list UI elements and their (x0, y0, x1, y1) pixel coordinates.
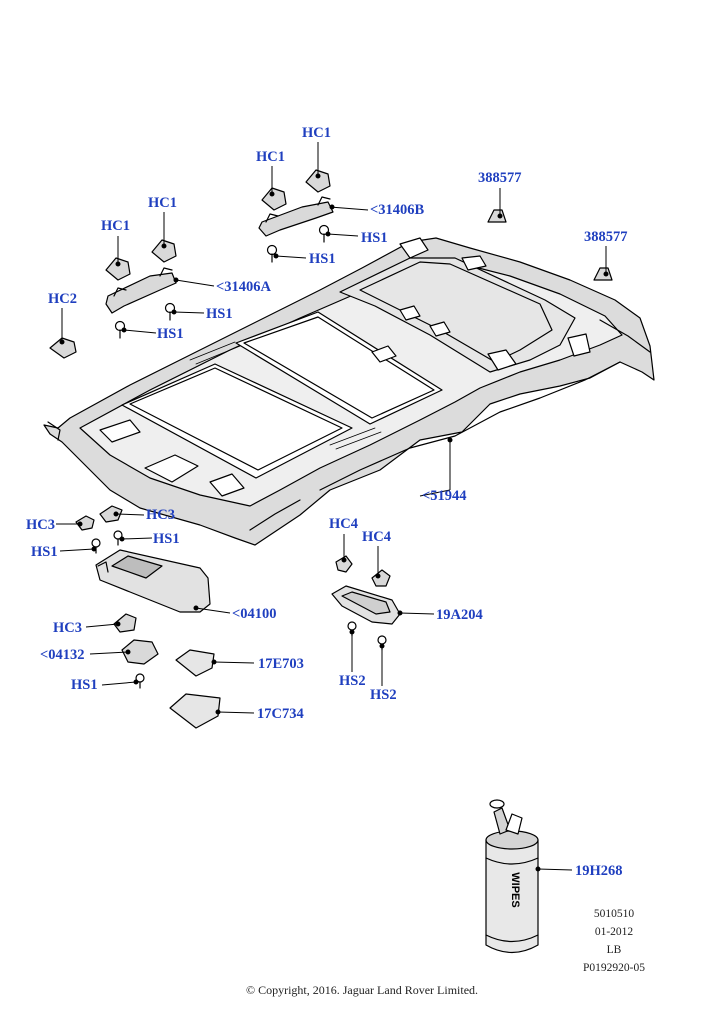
callout-17e703[interactable]: 17E703 (258, 656, 304, 672)
callout-hc2[interactable]: HC2 (48, 291, 77, 307)
callout-hs1[interactable]: HS1 (31, 544, 58, 560)
ref-code: 5010510 (593, 908, 635, 920)
callout-19a204[interactable]: 19A204 (436, 607, 483, 623)
callout-31406b[interactable]: <31406B (370, 202, 425, 218)
callout-51944[interactable]: <51944 (422, 488, 467, 504)
callout-31406a[interactable]: <31406A (216, 279, 271, 295)
copyright-notice: © Copyright, 2016. Jaguar Land Rover Lim… (245, 983, 479, 997)
cover-17e703 (175, 649, 215, 677)
sun-visor (95, 549, 211, 613)
callout-hc1[interactable]: HC1 (101, 218, 130, 234)
callout-hc3[interactable]: HC3 (26, 517, 55, 533)
callout-hc4[interactable]: HC4 (362, 529, 391, 545)
headlining-panel (43, 237, 655, 546)
ref-date: 01-2012 (594, 926, 634, 938)
callout-hs1[interactable]: HS1 (309, 251, 336, 267)
callout-hs1[interactable]: HS1 (153, 531, 180, 547)
callout-hs2[interactable]: HS2 (370, 687, 397, 703)
grab-handle-b (258, 196, 334, 237)
ref-illustration-id: P0192920-05 (583, 962, 645, 974)
clip-hc4-b (371, 569, 391, 587)
callout-hs1[interactable]: HS1 (157, 326, 184, 342)
callout-17c734[interactable]: 17C734 (257, 706, 304, 722)
overhead-console (331, 585, 401, 625)
clip-388577-a (487, 209, 507, 223)
callout-388577[interactable]: 388577 (584, 229, 628, 245)
callout-hc1[interactable]: HC1 (148, 195, 177, 211)
callout-hs1[interactable]: HS1 (206, 306, 233, 322)
callout-hc3[interactable]: HC3 (53, 620, 82, 636)
callout-hc1[interactable]: HC1 (302, 125, 331, 141)
clip-hc1 (105, 169, 331, 281)
callout-hc4[interactable]: HC4 (329, 516, 358, 532)
ref-region: LB (606, 944, 622, 956)
wipes-canister: WIPES (485, 799, 539, 954)
visor-clip (121, 639, 159, 665)
callout-04132[interactable]: <04132 (40, 647, 85, 663)
clip-388577-b (593, 267, 613, 281)
callout-hs1[interactable]: HS1 (71, 677, 98, 693)
leader-lines (56, 142, 609, 872)
callout-hs2[interactable]: HS2 (339, 673, 366, 689)
clip-hc3 (75, 505, 137, 633)
callout-hs1[interactable]: HS1 (361, 230, 388, 246)
cover-17c734 (169, 693, 221, 729)
callout-04100[interactable]: <04100 (232, 606, 277, 622)
wipes-text: WIPES (509, 872, 521, 907)
callout-hc3[interactable]: HC3 (146, 507, 175, 523)
callout-388577[interactable]: 388577 (478, 170, 522, 186)
callout-hc1[interactable]: HC1 (256, 149, 285, 165)
clip-hc2 (49, 337, 77, 359)
grab-handle-a (105, 267, 177, 314)
callout-19h268[interactable]: 19H268 (575, 863, 623, 879)
